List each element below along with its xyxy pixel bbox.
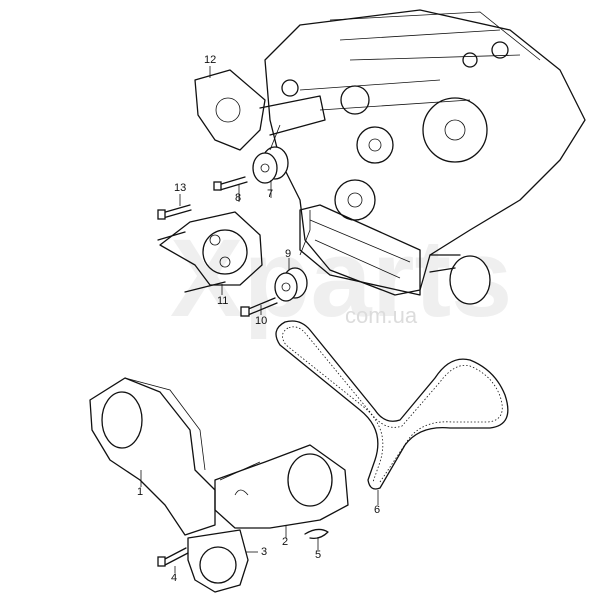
- callout-8: 8: [235, 192, 242, 204]
- leader-lines: [140, 66, 379, 573]
- callout-4: 4: [171, 572, 178, 584]
- part-1-upper-cover: [89, 377, 216, 536]
- part-13-bolt: [161, 204, 192, 219]
- engine-assembly: [259, 9, 586, 305]
- part-6-timing-belt: [275, 320, 509, 490]
- callout-12: 12: [204, 54, 217, 66]
- part-12-rear-cover: [194, 69, 266, 151]
- callout-6: 6: [374, 504, 381, 516]
- callout-13: 13: [174, 182, 187, 194]
- part-5-clip: [304, 528, 329, 540]
- callout-1: 1: [137, 486, 144, 498]
- part-7-tensioner-pulley: [252, 146, 289, 184]
- part-4-bolt: [162, 547, 189, 566]
- callout-11: 11: [217, 295, 229, 307]
- callout-5: 5: [315, 549, 322, 561]
- callout-7: 7: [267, 188, 274, 200]
- part-8-bolt: [217, 176, 248, 191]
- part-9-idler-pulley: [274, 267, 308, 302]
- callout-10: 10: [255, 315, 268, 327]
- part-10-bolt: [245, 297, 278, 316]
- callout-3: 3: [261, 546, 268, 558]
- part-2-lower-cover: [214, 444, 349, 529]
- callout-2: 2: [282, 536, 289, 548]
- part-3-lower-cover: [187, 529, 249, 593]
- callout-9: 9: [285, 248, 292, 260]
- part-11-bracket: [157, 211, 263, 293]
- watermark-domain: com.ua: [345, 303, 418, 328]
